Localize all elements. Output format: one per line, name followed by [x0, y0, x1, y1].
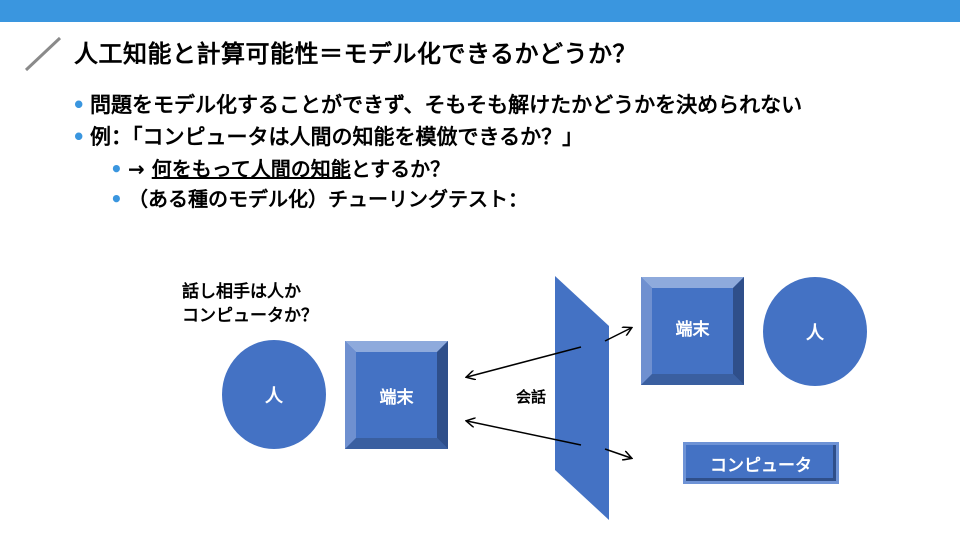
question-line: 話し相手は人か — [182, 282, 301, 302]
top-accent-bar — [0, 0, 960, 22]
left-terminal-label: 端末 — [379, 387, 414, 408]
bullet-item: • 例：「コンピュータは人間の知能を模倣できるか？」 — [72, 124, 892, 150]
bullet-dot: • — [72, 125, 86, 149]
right-person-label: 人 — [806, 322, 824, 344]
right-terminal: 端末 — [641, 277, 744, 385]
conversation-wall — [555, 276, 609, 520]
diagram-question: 話し相手は人か コンピュータか？ — [182, 280, 318, 328]
left-person-circle: 人 — [222, 340, 326, 449]
bullet-dot: • — [110, 157, 123, 181]
left-terminal: 端末 — [345, 341, 448, 449]
bullet-text: 例：「コンピュータは人間の知能を模倣できるか？」 — [90, 125, 584, 149]
sub-bullet-underlined: 何をもって人間の知能 — [151, 157, 351, 181]
arrow-to-left-terminal-lower — [467, 421, 582, 446]
sub-bullet-item: • → 何をもって人間の知能とするか？ — [72, 156, 892, 182]
sub-bullet-arrow: → — [128, 157, 152, 181]
arrow-to-left-terminal-upper — [467, 346, 582, 377]
bullet-dot: • — [72, 93, 86, 117]
bullet-item: • 問題をモデル化することができず、そもそも解けたかどうかを決められない — [72, 92, 892, 118]
right-terminal-bevel — [641, 277, 744, 385]
slide-title: 人工知能と計算可能性＝モデル化できるかどうか？ — [74, 40, 638, 68]
sub-bullet-rest: とするか？ — [350, 157, 451, 181]
bullet-list: • 問題をモデル化することができず、そもそも解けたかどうかを決められない • 例… — [72, 92, 892, 216]
computer-label: コンピュータ — [710, 455, 812, 476]
right-person-circle: 人 — [763, 277, 867, 386]
sub-bullet-text: （ある種のモデル化）チューリングテスト： — [128, 187, 528, 211]
arrow-to-computer — [604, 448, 631, 458]
bullet-dot: • — [110, 187, 123, 211]
left-person-label: 人 — [265, 385, 283, 407]
question-line: コンピュータか？ — [182, 306, 318, 326]
conversation-label: 会話 — [516, 388, 547, 406]
right-terminal-label: 端末 — [675, 319, 710, 340]
bullet-text: 問題をモデル化することができず、そもそも解けたかどうかを決められない — [90, 93, 803, 117]
arrow-to-right-terminal — [604, 328, 631, 342]
sub-bullet-item: • （ある種のモデル化）チューリングテスト： — [72, 186, 892, 212]
left-terminal-bevel — [345, 341, 448, 449]
computer-box: コンピュータ — [683, 442, 839, 484]
title-slash-decoration — [24, 36, 62, 72]
